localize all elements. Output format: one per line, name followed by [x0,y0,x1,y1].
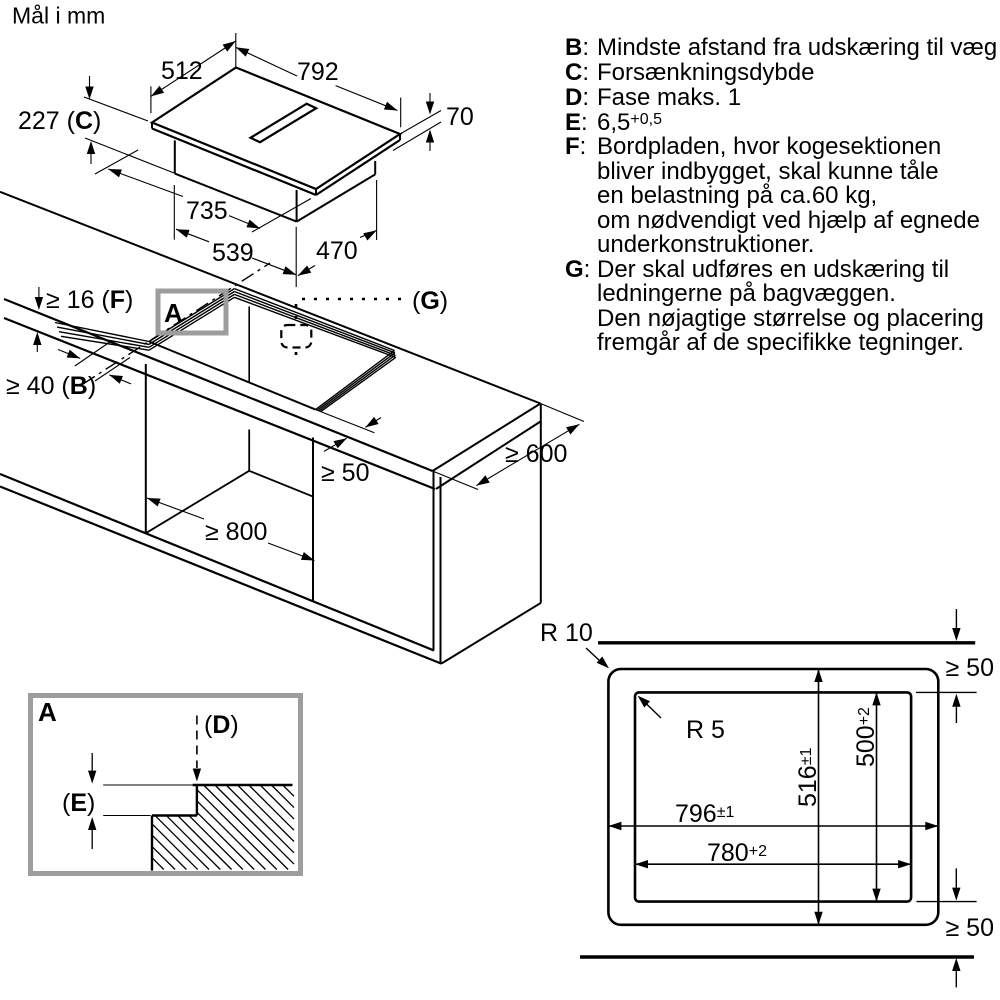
svg-text:780+2: 780+2 [707,839,767,867]
svg-text:≥ 800: ≥ 800 [205,518,267,546]
svg-text:Mål i mm: Mål i mm [12,3,105,29]
svg-text:R 5: R 5 [686,716,725,744]
svg-text:B:: B: [565,34,589,61]
svg-text:≥ 50: ≥ 50 [946,914,994,942]
svg-text:796±1: 796±1 [675,800,735,828]
svg-text:Den nøjagtige størrelse og pla: Den nøjagtige størrelse og placering [597,305,984,332]
svg-text:D:: D: [565,84,589,111]
svg-text:F:: F: [565,133,586,160]
svg-text:≥ 40 (B): ≥ 40 (B) [6,372,96,400]
svg-text:bliver indbygget, skal kunne t: bliver indbygget, skal kunne tåle [597,158,939,185]
svg-text:E:: E: [565,109,588,136]
svg-text:792: 792 [297,58,339,86]
svg-text:≥ 16 (F): ≥ 16 (F) [46,286,133,314]
svg-text:om nødvendigt ved hjælp af egn: om nødvendigt ved hjælp af egnede [597,207,980,234]
svg-text:Fase maks. 1: Fase maks. 1 [597,84,741,111]
svg-text:735: 735 [186,197,228,225]
svg-text:A: A [38,697,57,727]
svg-text:512: 512 [161,57,203,85]
svg-text:A: A [164,298,183,328]
svg-text:(D): (D) [204,711,239,739]
svg-text:Bordpladen, hvor kogesektionen: Bordpladen, hvor kogesektionen [597,133,941,160]
svg-text:G:: G: [565,256,590,283]
svg-text:≥ 50: ≥ 50 [321,459,369,487]
svg-text:470: 470 [316,237,358,265]
svg-text:Der skal udføres en udskæring: Der skal udføres en udskæring til [597,256,949,283]
svg-text:227 (C): 227 (C) [18,107,101,135]
svg-text:≥ 50: ≥ 50 [946,654,994,682]
svg-text:70: 70 [446,103,474,131]
svg-text:underkonstruktioner.: underkonstruktioner. [597,231,814,258]
svg-text:fremgår af de specifikke tegni: fremgår af de specifikke tegninger. [597,329,964,356]
svg-text:R 10: R 10 [540,619,593,647]
svg-text:Mindste afstand fra udskæring: Mindste afstand fra udskæring til væg [597,34,997,61]
svg-text:539: 539 [212,239,254,267]
svg-text:en belastning på ca.60 kg,: en belastning på ca.60 kg, [597,182,877,209]
svg-text:(E): (E) [62,789,95,817]
svg-text:C:: C: [565,59,589,86]
svg-text:≥ 600: ≥ 600 [505,440,567,468]
svg-text:Forsænkningsdybde: Forsænkningsdybde [597,59,814,86]
svg-text:6,5+0,5: 6,5+0,5 [597,109,662,136]
svg-text:(G): (G) [412,287,448,315]
svg-text:ledningerne på bagvæggen.: ledningerne på bagvæggen. [597,280,896,307]
svg-text:500+2: 500+2 [852,707,880,767]
